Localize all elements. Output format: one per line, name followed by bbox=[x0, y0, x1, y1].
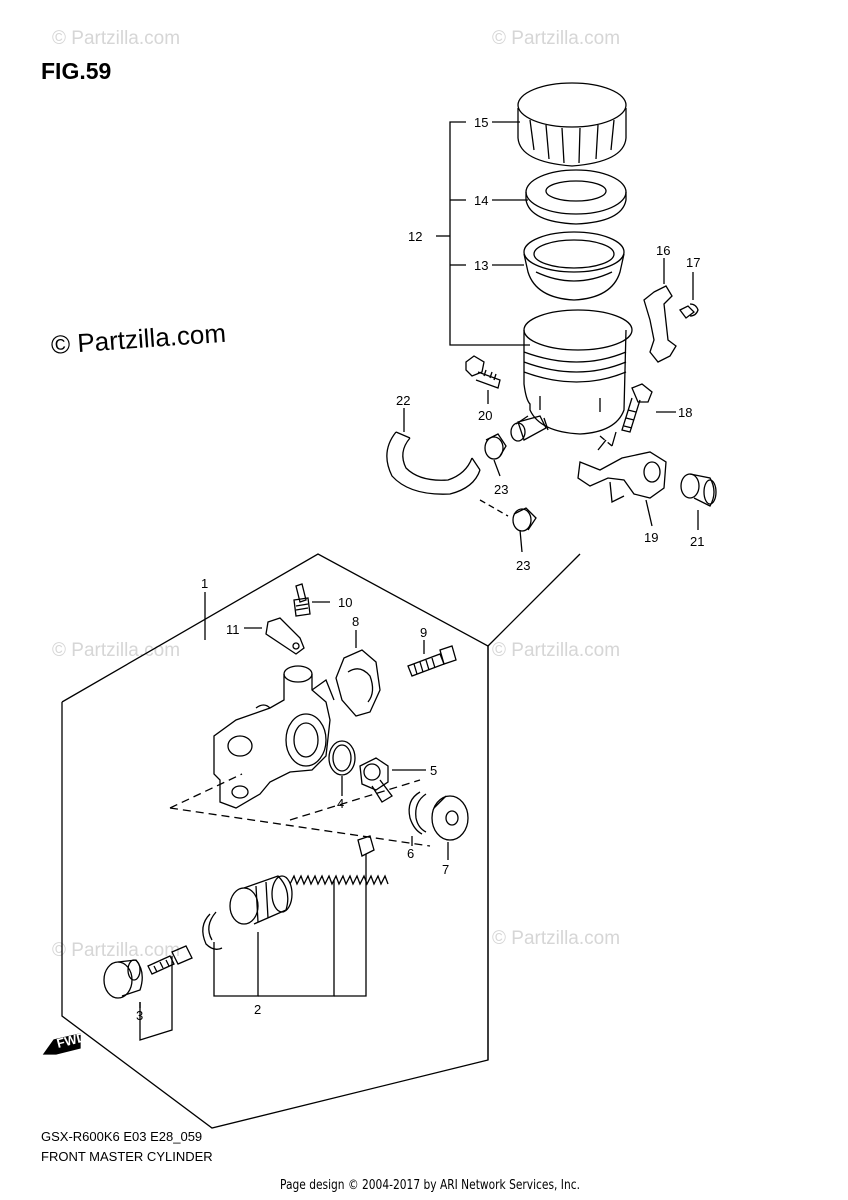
reservoir-body[interactable] bbox=[515, 309, 633, 435]
hose-clamp-23-upper[interactable] bbox=[484, 433, 507, 477]
callout-9[interactable]: 9 bbox=[420, 625, 427, 640]
page-credit: Page design © 2004-2017 by ARI Network S… bbox=[280, 1178, 580, 1193]
bolt-18[interactable] bbox=[621, 383, 676, 433]
bracket-2b bbox=[258, 880, 335, 997]
bleeder-valve-10[interactable] bbox=[293, 583, 330, 617]
diaphragm-13[interactable] bbox=[523, 231, 625, 301]
bleeder-cap-11[interactable] bbox=[244, 617, 305, 655]
hose-22[interactable] bbox=[386, 408, 481, 495]
callout-15[interactable]: 15 bbox=[474, 115, 488, 130]
callout-8[interactable]: 8 bbox=[352, 614, 359, 629]
callout-14[interactable]: 14 bbox=[474, 193, 488, 208]
callout-18[interactable]: 18 bbox=[678, 405, 692, 420]
callout-20[interactable]: 20 bbox=[478, 408, 492, 423]
callout-7[interactable]: 7 bbox=[442, 862, 449, 877]
alignment-line-a bbox=[169, 773, 243, 809]
callout-4[interactable]: 4 bbox=[337, 796, 344, 811]
dust-boot-7[interactable] bbox=[431, 795, 469, 860]
callout-10[interactable]: 10 bbox=[338, 595, 352, 610]
circlip-6[interactable] bbox=[408, 791, 427, 846]
alignment-line-c bbox=[289, 779, 421, 821]
master-cylinder-body[interactable] bbox=[213, 665, 335, 809]
handlebar-clamp-8[interactable] bbox=[335, 630, 381, 717]
forward-arrow bbox=[42, 1033, 81, 1055]
section-name: FRONT MASTER CYLINDER bbox=[41, 1149, 213, 1164]
bracket-12 bbox=[449, 121, 530, 346]
callout-13[interactable]: 13 bbox=[474, 258, 488, 273]
collar-21[interactable] bbox=[680, 473, 717, 530]
callout-5[interactable]: 5 bbox=[430, 763, 437, 778]
pushrod-boot-3[interactable] bbox=[103, 959, 143, 999]
fwd-label: FWD bbox=[55, 1029, 87, 1051]
hose-clamp-23-lower[interactable] bbox=[512, 507, 537, 553]
hose-routing-line bbox=[479, 499, 509, 517]
piston[interactable] bbox=[229, 875, 293, 925]
callout-17[interactable]: 17 bbox=[686, 255, 700, 270]
o-ring-4[interactable] bbox=[328, 740, 356, 796]
callout-23-lower[interactable]: 23 bbox=[516, 558, 530, 573]
reservoir-routing-line bbox=[599, 435, 613, 447]
diaphragm-plate-14[interactable] bbox=[525, 169, 627, 225]
return-spring[interactable] bbox=[289, 874, 389, 886]
callout-16[interactable]: 16 bbox=[656, 243, 670, 258]
callout-23-upper[interactable]: 23 bbox=[494, 482, 508, 497]
watermark-mid-right: © Partzilla.com bbox=[492, 640, 621, 661]
callout-19[interactable]: 19 bbox=[644, 530, 658, 545]
bolt-20[interactable] bbox=[465, 355, 501, 404]
spring-seat[interactable] bbox=[357, 835, 375, 857]
clamp-bolt-9[interactable] bbox=[407, 640, 457, 677]
watermark-bottom-left: © Partzilla.com bbox=[52, 940, 181, 961]
bracket-2c bbox=[334, 854, 367, 997]
reservoir-cap-15[interactable] bbox=[517, 82, 627, 167]
watermark-bottom-right: © Partzilla.com bbox=[492, 928, 621, 949]
group-box-1 bbox=[61, 553, 489, 1129]
watermark-top-left: © Partzilla.com bbox=[52, 28, 181, 49]
pushrod[interactable] bbox=[147, 945, 193, 975]
bracket-16[interactable] bbox=[643, 258, 677, 363]
callout-21[interactable]: 21 bbox=[690, 534, 704, 549]
figure-title: FIG.59 bbox=[41, 58, 112, 84]
leader-reservoir-group bbox=[487, 553, 581, 647]
watermark-mid-left: © Partzilla.com bbox=[52, 640, 181, 661]
screw-17[interactable] bbox=[679, 272, 699, 319]
reservoir-connector-5[interactable] bbox=[359, 757, 426, 803]
reservoir-outlet bbox=[510, 415, 547, 442]
model-code: GSX-R600K6 E03 E28_059 bbox=[41, 1129, 203, 1144]
callout-22[interactable]: 22 bbox=[396, 393, 410, 408]
callout-1[interactable]: 1 bbox=[201, 576, 208, 591]
bracket-3 bbox=[139, 956, 173, 1041]
callout-6[interactable]: 6 bbox=[407, 846, 414, 861]
callout-3[interactable]: 3 bbox=[136, 1008, 143, 1023]
callout-2[interactable]: 2 bbox=[254, 1002, 261, 1017]
alignment-line-b bbox=[169, 807, 431, 847]
callout-12[interactable]: 12 bbox=[408, 229, 422, 244]
callout-11[interactable]: 11 bbox=[226, 622, 240, 637]
bracket-2 bbox=[213, 932, 259, 997]
bracket-19[interactable] bbox=[577, 431, 667, 527]
circlip-piston[interactable] bbox=[202, 911, 223, 950]
watermark-top-right: © Partzilla.com bbox=[492, 28, 621, 49]
